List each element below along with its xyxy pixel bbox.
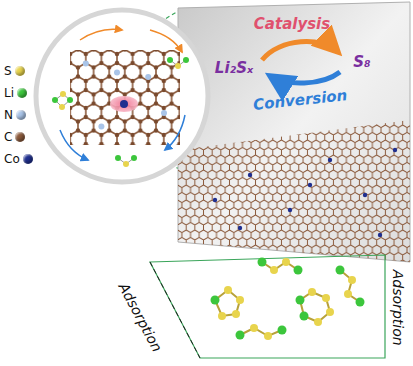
- legend-row: S: [4, 64, 25, 78]
- legend-text: Li: [4, 86, 14, 100]
- adsorption-label: Adsorption: [115, 281, 164, 355]
- legend-row: N: [4, 108, 26, 122]
- legend-text: S: [4, 64, 12, 78]
- legend-text: N: [4, 108, 13, 122]
- atom-swatch: [16, 110, 26, 120]
- species-label: S₈: [353, 54, 370, 71]
- legend-text: C: [4, 130, 12, 144]
- atom-swatch: [23, 154, 33, 164]
- legend-row: Co: [4, 152, 33, 166]
- legend-text: Co: [4, 152, 20, 166]
- atom-swatch: [17, 88, 27, 98]
- species-label: Li₂Sₓ: [215, 60, 253, 77]
- conversion-label: Conversion: [252, 87, 348, 113]
- legend-row: Li: [4, 86, 27, 100]
- catalysis-label: Catalysis: [254, 16, 330, 33]
- atom-swatch: [15, 132, 25, 142]
- legend-row: C: [4, 130, 25, 144]
- atom-swatch: [15, 66, 25, 76]
- adsorption-label: Adsorption: [389, 270, 404, 346]
